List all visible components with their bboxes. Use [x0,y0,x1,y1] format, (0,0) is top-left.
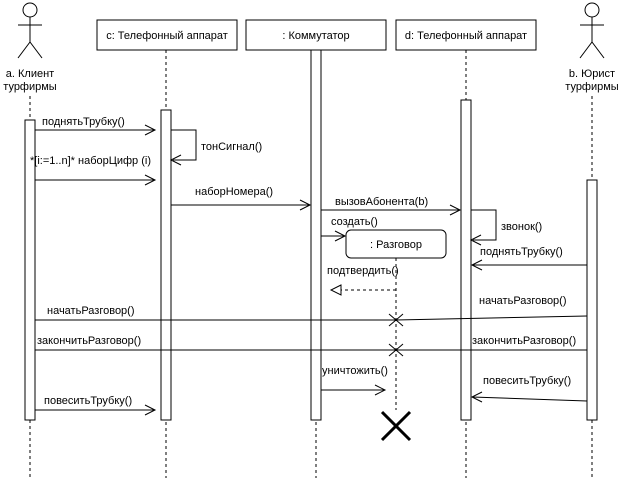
activation-phone-c [160,109,172,421]
msg-start-conversation-lawyer: начатьРазговор() [479,295,567,307]
msg-dial-number: наборНомера() [195,186,273,198]
msg-hang-up-lawyer: повеситьТрубку() [483,375,571,387]
actor-lawyer-label-line1: b. Юрист [569,68,615,80]
msg-confirm: подтвердить() [327,265,399,277]
msg-dial-tone: тонСигнал() [201,141,262,153]
activation-lawyer [586,179,598,421]
object-switch [245,19,387,51]
object-phone-d-label: d: Телефонный аппарат [405,30,527,42]
msg-dial-digits: *[i:=1..n]* наборЦифр (i) [30,155,151,167]
object-phone-d [395,19,537,51]
msg-pick-up-client: поднятьТрубку() [42,116,125,128]
msg-pick-up-lawyer: поднятьТрубку() [480,246,563,258]
destroy-mark-end [388,343,404,357]
object-phone-c [96,19,238,51]
actor-client-label-line1: a. Клиент [6,68,54,80]
msg-hang-up-client: повеситьТрубку() [44,395,132,407]
actor-lawyer-label-line2: турфирмы [565,81,619,93]
activation-client [24,119,36,421]
msg-ring: звонок() [501,221,542,233]
msg-destroy: уничтожить() [322,365,388,377]
msg-end-conversation-client: закончитьРазговор() [37,335,141,347]
msg-call-subscriber: вызовАбонента(b) [335,196,428,208]
object-phone-c-label: c: Телефонный аппарат [106,30,228,42]
msg-end-conversation-lawyer: закончитьРазговор() [472,335,576,347]
object-switch-label: : Коммутатор [282,30,349,42]
activation-phone-d [460,99,472,421]
actor-client-label-line2: турфирмы [3,81,57,93]
msg-start-conversation-client: начатьРазговор() [47,305,135,317]
object-call-label: : Разговор [370,239,422,251]
destroy-mark-start [388,313,404,327]
destroy-mark-call [380,410,412,442]
msg-create: создать() [331,216,378,228]
actor-lawyer: b. Юрист турфирмы [565,2,619,93]
actor-client: a. Клиент турфирмы [3,2,57,93]
activation-switch [310,49,322,421]
